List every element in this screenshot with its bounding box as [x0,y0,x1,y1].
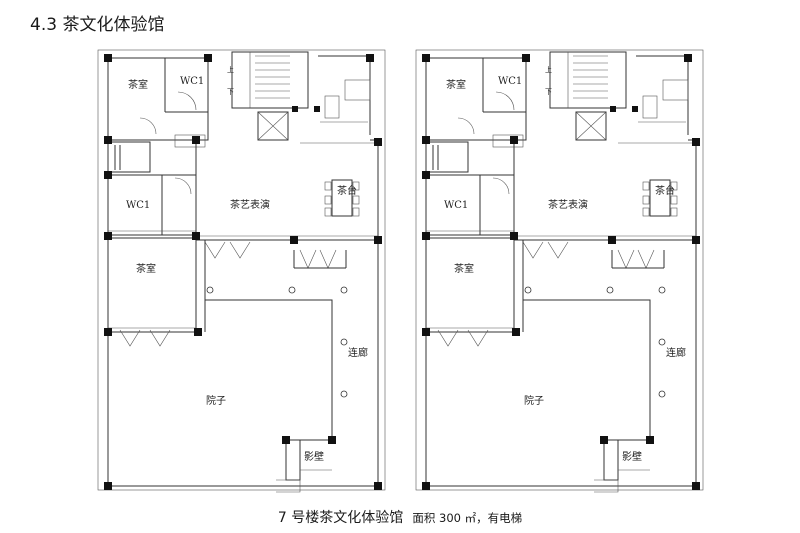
label-tea-room-top: 茶室 [128,78,148,91]
label-stair-down: 下 [545,88,552,96]
label-wc-mid: WC1 [126,200,150,211]
label-tea-performance: 茶艺表演 [548,198,588,211]
label-tea-table: 茶台 [337,184,357,197]
labels-left: 茶室 WC1 WC1 茶艺表演 茶台 茶室 连廊 院子 影壁 上 下 [126,65,368,463]
label-corridor: 连廊 [348,346,368,359]
label-screen-wall: 影壁 [622,450,642,463]
label-tea-room-top: 茶室 [446,78,466,91]
label-tea-room-bottom: 茶室 [454,262,474,275]
page-heading: 4.3 茶文化体验馆 [30,15,165,35]
label-courtyard: 院子 [206,394,226,407]
labels-right: 茶室 WC1 WC1 茶艺表演 茶台 茶室 连廊 院子 影壁 上 下 [444,65,686,463]
label-tea-performance: 茶艺表演 [230,198,270,211]
label-stair-down: 下 [227,88,234,96]
label-wc-top: WC1 [180,76,204,87]
label-courtyard: 院子 [524,394,544,407]
label-tea-room-bottom: 茶室 [136,262,156,275]
label-wc-mid: WC1 [444,200,468,211]
caption-area: 面积 300 ㎡，有电梯 [412,511,523,525]
label-stair-up: 上 [227,65,234,74]
label-corridor: 连廊 [666,346,686,359]
label-stair-up: 上 [545,65,552,74]
plan-caption: 7 号楼茶文化体验馆 面积 300 ㎡，有电梯 [0,507,800,527]
caption-title: 7 号楼茶文化体验馆 [277,510,404,526]
label-tea-table: 茶台 [655,184,675,197]
label-screen-wall: 影壁 [304,450,324,463]
label-wc-top: WC1 [498,76,522,87]
